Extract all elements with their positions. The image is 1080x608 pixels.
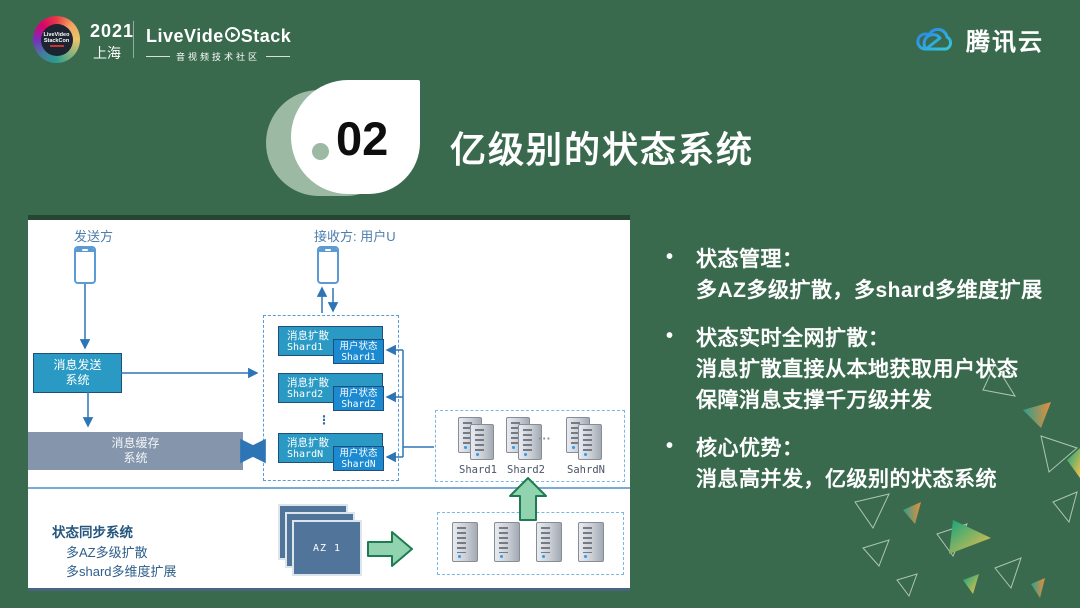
user-status-box-shard2: 用户状态 Shard2 [333, 386, 384, 411]
cache-system-line1: 消息缓存 [111, 436, 160, 450]
send-system-line1: 消息发送 [53, 358, 102, 372]
bullet-line: 消息高并发，亿级别的状态系统 [696, 468, 997, 491]
spread-shard: Shard1 [287, 342, 324, 353]
badge-line2: StackCon [43, 38, 70, 44]
bullet-line: 消息扩散直接从本地获取用户状态 [696, 358, 1019, 381]
header-divider [133, 21, 134, 58]
right-block-arrow-icon [367, 531, 413, 567]
brand-part2: Stack [240, 26, 292, 46]
spread-title: 消息扩散 [287, 330, 329, 342]
lvs-con-badge-icon: LiveVideo StackCon [33, 16, 80, 63]
server-pair-icon [506, 417, 544, 463]
sender-label: 发送方 [74, 229, 114, 244]
bullet-line: 保障消息支撑千万级并发 [696, 389, 933, 412]
section-shape [291, 80, 420, 194]
spread-group-box: 消息扩散 Shard1 用户状态 Shard1 消息扩散 Shard2 用户状态… [263, 315, 399, 481]
event-city: 上海 [93, 45, 121, 61]
bullet-list: • 状态管理： 多AZ多级扩散，多shard多维度扩展 • 状态实时全网扩散： … [666, 244, 1066, 512]
status-shard: Shard2 [341, 398, 376, 410]
architecture-diagram: 发送方 接收方: 用户U 消息发送 系统 消息缓存 系统 消息扩散 Shard1… [28, 215, 630, 591]
bullet-item: • 核心优势： 消息高并发，亿级别的状态系统 [666, 433, 1066, 495]
badge-line1: LiveVideo [43, 32, 70, 38]
bullet-title: 状态实时全网扩散： [696, 327, 890, 350]
play-icon [224, 27, 240, 42]
cache-system-box: 消息缓存 系统 [28, 432, 243, 470]
tencent-cloud-wordmark: 腾讯云 [966, 29, 1044, 56]
tencent-cloud-logo: 腾讯云 [914, 22, 1044, 57]
event-year: 2021 [90, 21, 135, 41]
server-icon [578, 522, 604, 562]
badge-bar [49, 45, 64, 47]
server-icon [470, 424, 494, 460]
sync-system-title: 状态同步系统 [52, 525, 133, 540]
brand-wordmark: LiveVide Stack [146, 26, 291, 47]
decor-triangles [854, 362, 1080, 598]
spread-shard: Shard2 [287, 389, 324, 400]
spread-ellipsis: ⋮ [318, 413, 330, 427]
tagline-dash-right [266, 56, 291, 57]
section-number: 02 [336, 112, 389, 165]
spread-shard: ShardN [287, 449, 324, 460]
spread-title: 消息扩散 [287, 437, 329, 449]
section-title: 亿级别的状态系统 [450, 129, 755, 170]
cache-system-line2: 系统 [123, 451, 148, 465]
receiver-phone-icon [317, 246, 339, 284]
status-title: 用户状态 [339, 387, 378, 399]
send-system-line2: 系统 [65, 373, 90, 387]
tencent-cloud-icon [916, 27, 953, 51]
bullet-title: 核心优势： [696, 437, 804, 460]
server-label: Shard1 [459, 464, 497, 476]
section-divider-line [28, 487, 630, 489]
brand-tagline: 音视频技术社区 [176, 52, 261, 62]
server-label: SahrdN [567, 464, 605, 476]
status-shard: Shard1 [341, 351, 376, 363]
status-title: 用户状态 [339, 447, 378, 459]
az-label: AZ 1 [312, 542, 342, 554]
send-system-box: 消息发送 系统 [33, 353, 122, 393]
server-icon [536, 522, 562, 562]
up-block-arrow-icon [509, 477, 547, 521]
server-label: Shard2 [507, 464, 545, 476]
bullet-marker: • [666, 325, 674, 347]
tagline-dash-left [146, 56, 170, 57]
server-icon [494, 522, 520, 562]
status-title: 用户状态 [339, 340, 378, 352]
bullet-item: • 状态实时全网扩散： 消息扩散直接从本地获取用户状态 保障消息支撑千万级并发 [666, 323, 1066, 416]
sender-phone-icon [74, 246, 96, 284]
status-shard: ShardN [341, 458, 376, 470]
bullet-title: 状态管理： [696, 248, 804, 271]
spread-title: 消息扩散 [287, 377, 329, 389]
section-dot-icon [312, 143, 329, 160]
bullet-marker: • [666, 246, 674, 268]
brand-part1: LiveVide [146, 26, 224, 46]
bullet-marker: • [666, 435, 674, 457]
sync-system-line: 多shard多维度扩展 [66, 564, 177, 579]
server-ellipsis: ··· [538, 431, 551, 446]
server-pair-icon [458, 417, 496, 463]
az-layer-front: AZ 1 [292, 520, 362, 576]
bullet-item: • 状态管理： 多AZ多级扩散，多shard多维度扩展 [666, 244, 1066, 306]
brand-tagline-row: 音视频技术社区 [146, 50, 291, 63]
lvs-con-badge-core: LiveVideo StackCon [40, 23, 73, 56]
bullet-line: 多AZ多级扩散，多shard多维度扩展 [696, 279, 1043, 302]
server-icon [518, 424, 542, 460]
sync-system-line: 多AZ多级扩散 [66, 545, 148, 560]
server-icon [452, 522, 478, 562]
az-stack: AZ 1 [278, 504, 364, 578]
shard-servers-box: ··· Shard1 Shard2 SahrdN [435, 410, 625, 482]
user-status-box-shard1: 用户状态 Shard1 [333, 339, 384, 364]
server-icon [578, 424, 602, 460]
bottom-servers-box [437, 512, 624, 575]
server-pair-icon [566, 417, 604, 463]
receiver-label: 接收方: 用户U [314, 229, 396, 244]
user-status-box-shardN: 用户状态 ShardN [333, 446, 384, 471]
